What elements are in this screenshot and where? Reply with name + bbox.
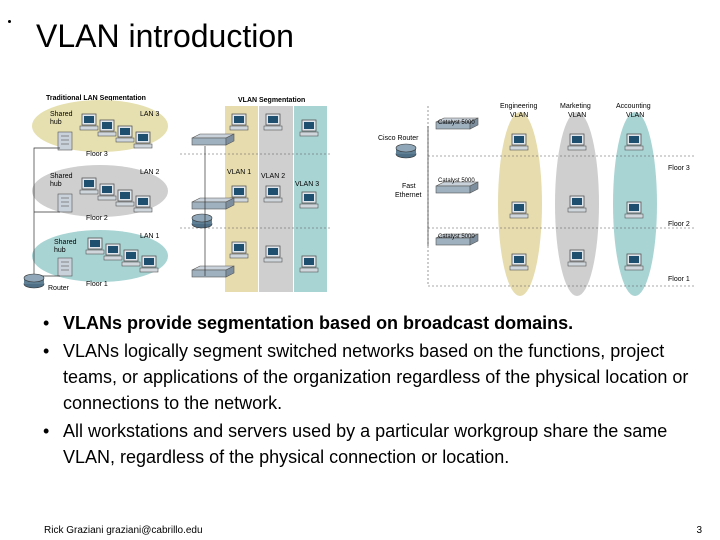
hub-label-3: hub: [50, 119, 62, 126]
router-label: Router: [48, 285, 70, 292]
floor2-label-left: Floor 2: [86, 215, 108, 222]
vlan-diagram: Traditional LAN Segmentation LAN 3 Share…: [23, 95, 696, 296]
mid-diagram-title: VLAN Segmentation: [238, 97, 305, 104]
floor2-label-right: Floor 2: [668, 221, 690, 228]
accounting-vlan-label: VLAN: [626, 112, 644, 119]
hub-label-2: hub: [50, 181, 62, 188]
cisco-router-label: Cisco Router: [378, 135, 419, 142]
ethernet-label: Ethernet: [395, 192, 422, 199]
title-bullet-dot: [8, 20, 11, 23]
floor1-label-right: Floor 1: [668, 276, 690, 283]
page-number: 3: [696, 525, 702, 536]
engineering-label: Engineering: [500, 103, 537, 110]
shared-hub-label-1: Shared: [54, 239, 77, 246]
fast-label: Fast: [402, 183, 416, 190]
floor3-label-right: Floor 3: [668, 165, 690, 172]
catalyst-label-1: Catalyst 5000: [438, 234, 475, 240]
catalyst-label-2: Catalyst 5000: [438, 178, 475, 184]
marketing-vlan-label: VLAN: [568, 112, 586, 119]
bullet-item-1: •VLANs provide segmentation based on bro…: [43, 313, 574, 333]
lan2-group: LAN 2 Shared hub Floor 2: [32, 165, 168, 222]
slide-title: VLAN introduction: [36, 18, 294, 54]
marketing-label: Marketing: [560, 103, 591, 110]
engineering-vlan-label: VLAN: [510, 112, 528, 119]
floor1-label-left: Floor 1: [86, 281, 108, 288]
footer-author: Rick Graziani graziani@cabrillo.edu: [44, 525, 203, 536]
accounting-label: Accounting: [616, 103, 651, 110]
bullet-item-2: •VLANs logically segment switched networ…: [43, 341, 689, 413]
hub-label-1: hub: [54, 247, 66, 254]
lan1-group: LAN 1 Shared hub Floor 1: [32, 230, 168, 288]
bullet-list: •VLANs provide segmentation based on bro…: [40, 310, 700, 472]
shared-hub-label-3: Shared: [50, 111, 73, 118]
vlan3-label: VLAN 3: [295, 181, 319, 188]
vlan2-label: VLAN 2: [261, 173, 285, 180]
floor3-label-left: Floor 3: [86, 151, 108, 158]
cisco-router-icon: [395, 143, 417, 159]
router-icon: [23, 273, 45, 289]
catalyst-label-3: Catalyst 5000: [438, 120, 475, 126]
lan3-label: LAN 3: [140, 111, 160, 118]
vlan1-label: VLAN 1: [227, 169, 251, 176]
bullet-item-3: •All workstations and servers used by a …: [43, 421, 668, 467]
lan1-label: LAN 1: [140, 233, 160, 240]
left-diagram-title: Traditional LAN Segmentation: [46, 95, 146, 102]
lan2-label: LAN 2: [140, 169, 160, 176]
shared-hub-label-2: Shared: [50, 173, 73, 180]
lan3-group: LAN 3 Shared hub Floor 3: [32, 100, 168, 158]
